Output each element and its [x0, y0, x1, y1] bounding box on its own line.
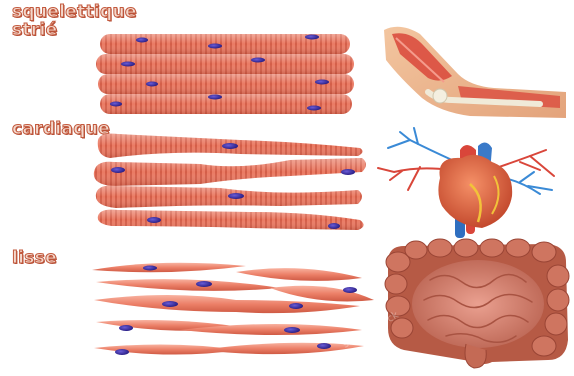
nucleus — [143, 266, 157, 271]
nucleus — [328, 223, 340, 229]
intestine-illustration — [385, 239, 569, 368]
nucleus — [305, 35, 319, 40]
nucleus — [228, 193, 244, 199]
nucleus — [341, 169, 355, 175]
skeletal-fiber — [100, 94, 352, 114]
arm-elbow-illustration — [384, 27, 566, 118]
nucleus — [307, 106, 321, 111]
smooth-fibers — [92, 263, 374, 355]
nucleus — [317, 343, 331, 349]
smooth-fiber — [96, 279, 280, 291]
skeletal-fibers — [96, 34, 354, 114]
nucleus — [208, 95, 222, 100]
nucleus — [162, 301, 178, 307]
nucleus — [121, 62, 135, 67]
nucleus — [251, 58, 265, 63]
smooth-fiber — [270, 286, 374, 302]
smooth-fiber — [236, 268, 362, 281]
nucleus — [289, 303, 303, 309]
smooth-fiber — [200, 343, 364, 354]
cardiac-fiber — [98, 210, 364, 230]
nucleus — [284, 327, 300, 333]
nucleus — [110, 102, 122, 107]
nucleus — [115, 349, 129, 355]
cardiac-fiber — [94, 158, 366, 186]
skeletal-fiber — [98, 74, 354, 94]
smooth-fiber — [92, 263, 246, 272]
nucleus — [147, 217, 161, 223]
nucleus — [111, 167, 125, 173]
nucleus — [119, 325, 133, 331]
nucleus — [343, 287, 357, 293]
cardiac-fibers — [94, 134, 366, 230]
nucleus — [196, 281, 212, 287]
nucleus — [136, 38, 148, 43]
heart-illustration — [378, 128, 554, 238]
nucleus — [315, 80, 329, 85]
nucleus — [222, 143, 238, 149]
nucleus — [146, 82, 158, 87]
nucleus — [208, 44, 222, 49]
